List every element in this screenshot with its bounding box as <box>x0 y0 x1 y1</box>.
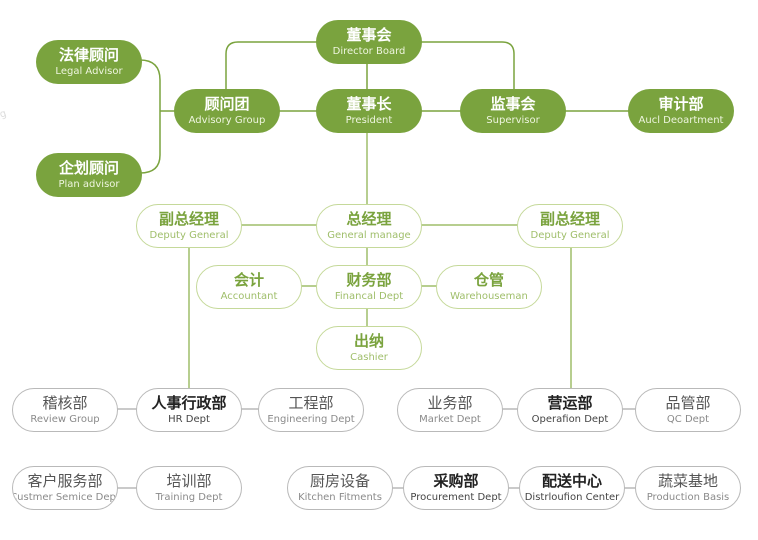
node-legal-advisor: 法律顾问 Legal Advisor <box>36 40 142 84</box>
node-en-label: Training Dept <box>155 491 223 503</box>
node-warehouseman: 仓管 Warehouseman <box>436 265 542 309</box>
node-audit-department: 审计部 Aucl Deoartment <box>628 89 734 133</box>
node-deputy-general-right: 副总经理 Deputy General <box>517 204 623 248</box>
node-en-label: Director Board <box>332 45 406 57</box>
node-zh-label: 品管部 <box>665 393 711 412</box>
node-zh-label: 客户服务部 <box>27 471 103 490</box>
node-general-manager: 总经理 General manage <box>316 204 422 248</box>
node-en-label: Operafion Dept <box>531 413 609 425</box>
node-zh-label: 董事会 <box>346 25 392 44</box>
node-cashier: 出纳 Cashier <box>316 326 422 370</box>
node-en-label: Review Group <box>30 413 100 425</box>
node-zh-label: 营运部 <box>547 393 593 412</box>
node-zh-label: 会计 <box>233 270 264 289</box>
node-zh-label: 业务部 <box>427 393 473 412</box>
node-en-label: Supervisor <box>486 114 540 126</box>
node-zh-label: 审计部 <box>658 94 704 113</box>
node-en-label: Cashier <box>350 351 388 363</box>
node-zh-label: 培训部 <box>166 471 212 490</box>
node-zh-label: 副总经理 <box>539 209 600 228</box>
node-zh-label: 总经理 <box>346 209 392 228</box>
node-qc-dept: 品管部 QC Dept <box>635 388 741 432</box>
node-zh-label: 仓管 <box>473 270 504 289</box>
node-president: 董事长 President <box>316 89 422 133</box>
node-en-label: Market Dept <box>419 413 481 425</box>
node-en-label: President <box>345 114 393 126</box>
node-zh-label: 蔬菜基地 <box>657 471 718 490</box>
node-accountant: 会计 Accountant <box>196 265 302 309</box>
node-operation-dept: 营运部 Operafion Dept <box>517 388 623 432</box>
node-en-label: Plan advisor <box>58 178 120 190</box>
node-zh-label: 监事会 <box>490 94 536 113</box>
node-en-label: Financal Dept <box>334 290 404 302</box>
node-en-label: Legal Advisor <box>55 65 123 77</box>
node-engineering-dept: 工程部 Engineering Dept <box>258 388 364 432</box>
node-en-label: Warehouseman <box>450 290 528 302</box>
node-en-label: QC Dept <box>666 413 710 425</box>
node-review-group: 稽核部 Review Group <box>12 388 118 432</box>
node-advisory-group: 顾问团 Advisory Group <box>174 89 280 133</box>
node-en-label: Procurement Dept <box>410 491 502 503</box>
node-zh-label: 出纳 <box>353 331 384 350</box>
node-zh-label: 法律顾问 <box>58 45 119 64</box>
node-zh-label: 稽核部 <box>42 393 88 412</box>
node-en-label: Custmer Semice Dept <box>12 491 118 503</box>
node-en-label: HR Dept <box>168 413 210 425</box>
node-deputy-general-left: 副总经理 Deputy General <box>136 204 242 248</box>
node-zh-label: 副总经理 <box>158 209 219 228</box>
node-en-label: General manage <box>327 229 411 241</box>
node-plan-advisor: 企划顾问 Plan advisor <box>36 153 142 197</box>
node-training-dept: 培训部 Training Dept <box>136 466 242 510</box>
node-zh-label: 工程部 <box>288 393 334 412</box>
node-customer-service-dept: 客户服务部 Custmer Semice Dept <box>12 466 118 510</box>
node-zh-label: 配送中心 <box>541 471 602 490</box>
node-en-label: Aucl Deoartment <box>638 114 724 126</box>
node-en-label: Deputy General <box>149 229 229 241</box>
node-en-label: Distrloufion Center <box>524 491 620 503</box>
node-en-label: Engineering Dept <box>267 413 355 425</box>
node-en-label: Production Basis <box>646 491 730 503</box>
node-zh-label: 财务部 <box>346 270 392 289</box>
node-hr-dept: 人事行政部 HR Dept <box>136 388 242 432</box>
node-supervisor: 监事会 Supervisor <box>460 89 566 133</box>
node-market-dept: 业务部 Market Dept <box>397 388 503 432</box>
node-kitchen-fitments: 厨房设备 Kitchen Fitments <box>287 466 393 510</box>
node-financial-dept: 财务部 Financal Dept <box>316 265 422 309</box>
node-director-board: 董事会 Director Board <box>316 20 422 64</box>
node-procurement-dept: 采购部 Procurement Dept <box>403 466 509 510</box>
node-zh-label: 董事长 <box>346 94 392 113</box>
node-en-label: Accountant <box>220 290 278 302</box>
node-zh-label: 顾问团 <box>204 94 250 113</box>
node-en-label: Kitchen Fitments <box>298 491 382 503</box>
node-zh-label: 人事行政部 <box>151 393 227 412</box>
node-production-basis: 蔬菜基地 Production Basis <box>635 466 741 510</box>
node-en-label: Deputy General <box>530 229 610 241</box>
node-distribution-center: 配送中心 Distrloufion Center <box>519 466 625 510</box>
node-zh-label: 采购部 <box>433 471 479 490</box>
node-zh-label: 厨房设备 <box>309 471 370 490</box>
node-zh-label: 企划顾问 <box>58 158 119 177</box>
node-en-label: Advisory Group <box>188 114 266 126</box>
